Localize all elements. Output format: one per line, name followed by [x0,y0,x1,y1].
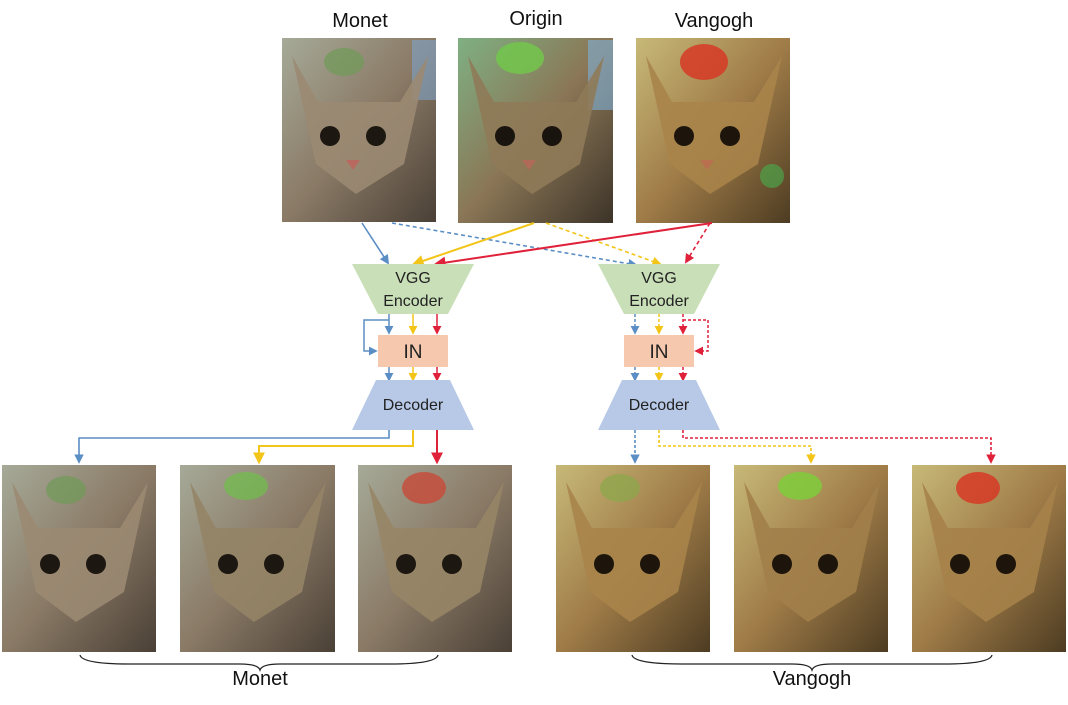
image-output-6 [912,465,1066,652]
decoder-left: Decoder [352,380,474,430]
brace-monet [80,655,438,670]
svg-text:IN: IN [404,342,423,363]
brace-vangogh [632,655,992,670]
arrow-origin-to-encoder2 [546,223,660,264]
image-output-3 [358,465,512,652]
arrow-monet-to-encoder1 [362,223,388,263]
svg-text:Decoder: Decoder [629,397,690,414]
arrow-vangogh-to-encoder1 [436,223,712,264]
in-block-right: IN [624,335,694,367]
svg-text:VGG: VGG [395,270,431,287]
svg-text:Encoder: Encoder [629,293,689,310]
svg-text:VGG: VGG [641,270,677,287]
arrow-left-dec-out-yellow [259,430,413,462]
image-origin-top [458,38,613,223]
image-output-2 [180,465,335,652]
arrow-vangogh-to-encoder2 [686,223,710,262]
encoder-left: VGG Encoder [352,264,474,314]
image-vangogh-top [636,38,790,223]
svg-text:Encoder: Encoder [383,293,443,310]
image-output-4 [556,465,710,652]
svg-text:Decoder: Decoder [383,397,444,414]
encoder-right: VGG Encoder [598,264,720,314]
svg-text:IN: IN [650,342,669,363]
decoder-right: Decoder [598,380,720,430]
in-block-left: IN [378,335,448,367]
image-output-1 [2,465,156,652]
arrow-right-dec-out-yellow [659,430,811,462]
image-monet-top [282,38,436,222]
image-output-5 [734,465,888,652]
